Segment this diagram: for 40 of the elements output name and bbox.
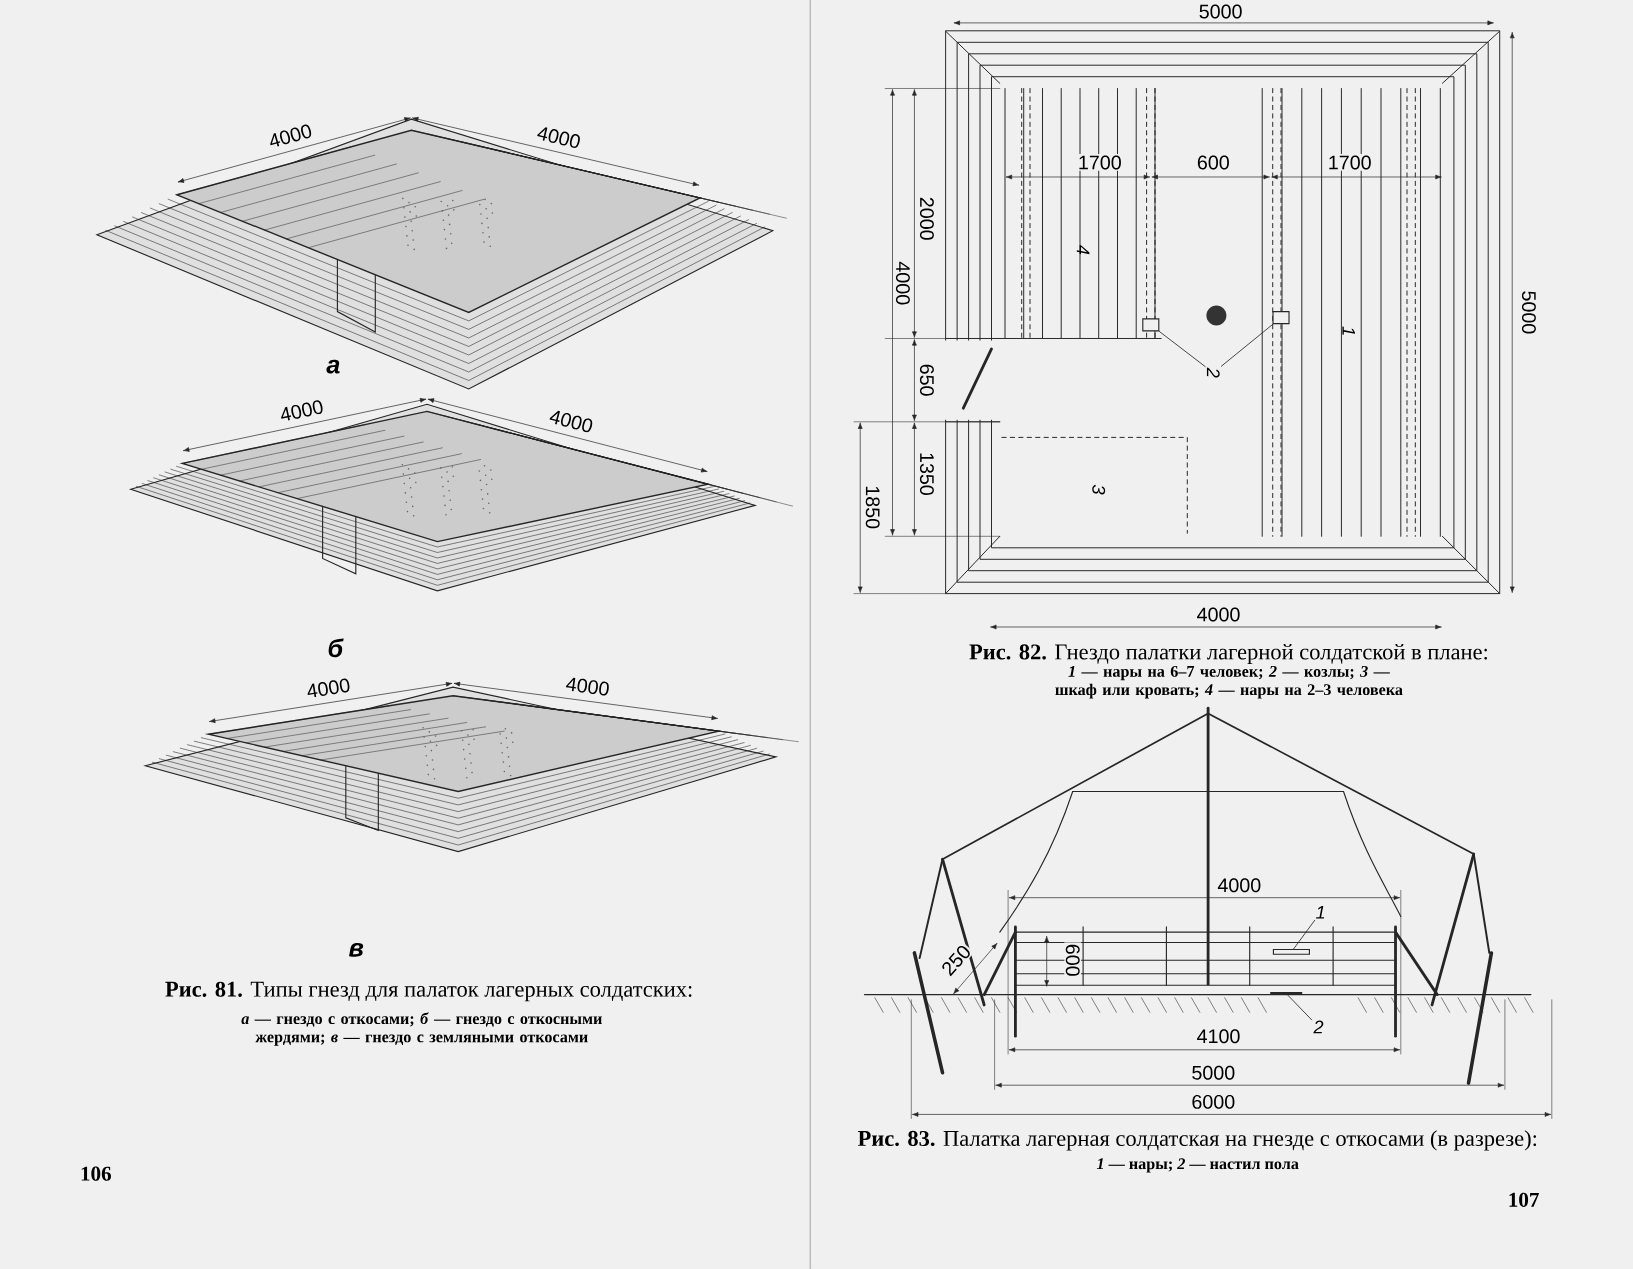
figure-legend-text: 1 — нары на 6–7 человек; 2 — козлы; 3 — шкаф или кровать; 4 — нары на 2–3 человека (1055, 666, 1403, 699)
floor-board (1270, 991, 1303, 996)
dimension-label: 600 (1064, 942, 1082, 979)
dimension-label: 4000 (265, 121, 315, 151)
dimension-label: 1700 (1326, 154, 1373, 171)
figure-letter: б (328, 638, 344, 658)
page-number: 107 (1509, 1192, 1539, 1207)
callout-number: 4 (1076, 244, 1090, 255)
dimension-label: 5000 (1197, 3, 1244, 20)
dimension-label: 1850 (864, 483, 882, 531)
dimension-label: 4000 (534, 123, 584, 151)
dimension-label: 5000 (1190, 1064, 1237, 1082)
dimension-label: 600 (1195, 154, 1232, 171)
dimension-label: 4000 (304, 676, 353, 700)
dimension-label: 250 (937, 941, 975, 980)
figure-caption: Рис. 81. Типы гнезд для палаток лагерных солдатских: (165, 981, 692, 1002)
dimension-label: 4000 (277, 397, 327, 424)
callout-number: 2 (1206, 367, 1220, 378)
dimension-label: 4000 (1195, 606, 1242, 623)
figure-caption: Рис. 83. Палатка лагерная солдатская на гнезде с откосами (в разрезе): (857, 1130, 1537, 1151)
leader-line (1220, 323, 1274, 367)
dimension-label: 4000 (563, 675, 612, 698)
page-number: 106 (81, 1166, 111, 1181)
bunk-board (1272, 948, 1310, 955)
callout-number: 2 (1313, 1020, 1324, 1034)
leader-line (1158, 331, 1206, 368)
figure-legend-text: 1 — нары; 2 — настил пола (1096, 1158, 1299, 1173)
dimension-label: 1700 (1076, 154, 1124, 171)
figure-letter: в (349, 942, 364, 957)
callout-number: 3 (1092, 484, 1106, 495)
leader-line (1293, 919, 1316, 950)
callout-number: 1 (1316, 906, 1325, 919)
dimension-label: 4000 (546, 407, 596, 436)
figure-letter: а (326, 359, 340, 374)
trestle-block (1272, 311, 1290, 325)
leader-line (1287, 994, 1313, 1021)
trestle-block (1142, 318, 1160, 332)
callout-number: 1 (1342, 326, 1355, 335)
figure-caption: Рис. 82. Гнездо палатки лагерной солдатской в плане: (969, 643, 1487, 665)
figure-legend-text: а — гнездо с откосами; б — гнездо с откосными жердями; в — гнездо с земляными откосами (241, 1012, 602, 1046)
